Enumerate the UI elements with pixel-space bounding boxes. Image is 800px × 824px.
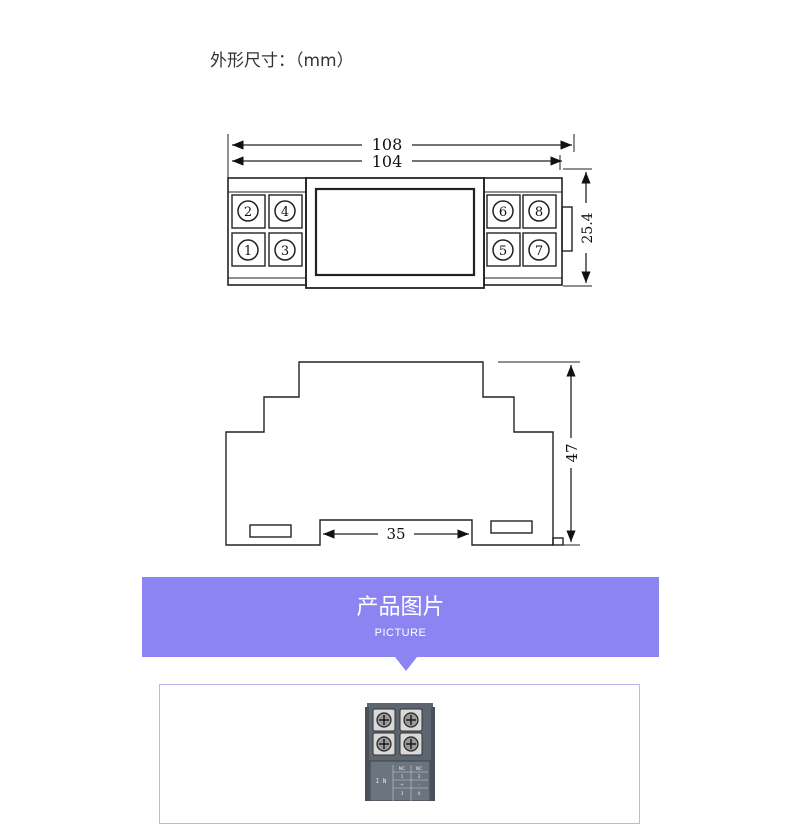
banner-pointer	[395, 657, 417, 671]
terminal-label: 7	[535, 244, 543, 259]
dimension-drawing: 108 104 25.4 2 4 1 3 6 8 5 7 47 35	[225, 134, 596, 546]
plate-cell: 1	[401, 774, 404, 780]
terminal-6	[492, 200, 514, 222]
terminal-5	[492, 239, 514, 261]
plate-cell: +	[400, 782, 404, 788]
dimensions-heading: 外形尺寸：（mm）	[210, 51, 354, 71]
dim-label-25-4: 25.4	[580, 212, 596, 243]
terminal-2	[237, 200, 259, 222]
terminal-label: 8	[535, 205, 543, 220]
product-photo: I N NC NC 1 2 + - 3 4	[365, 703, 435, 801]
plate-cell: 3	[401, 791, 404, 797]
terminal-3	[274, 239, 296, 261]
terminal-label: 2	[244, 205, 252, 220]
product-photo-frame: I N NC NC 1 2 + - 3 4	[159, 684, 640, 824]
side-view	[225, 361, 580, 546]
terminal-4	[274, 200, 296, 222]
top-view	[227, 134, 594, 289]
section-banner: 产品图片 PICTURE	[142, 577, 659, 657]
terminal-label: 3	[281, 244, 289, 259]
plate-cell: -	[418, 783, 420, 788]
terminal-7	[528, 239, 550, 261]
terminal-label: 6	[499, 205, 507, 220]
plate-cell: 4	[418, 791, 421, 797]
terminal-1	[237, 239, 259, 261]
plate-cell: NC	[416, 766, 423, 772]
dim-label-47: 47	[563, 443, 581, 462]
banner-title: 产品图片	[356, 595, 445, 620]
plate-cell: 2	[418, 774, 421, 780]
dim-label-35: 35	[386, 525, 405, 543]
terminal-8	[528, 200, 550, 222]
terminal-label: 4	[281, 205, 289, 220]
plate-cell: NC	[399, 766, 406, 772]
channel-label: I N	[376, 778, 387, 785]
terminal-label: 5	[499, 244, 507, 259]
banner-subtitle: PICTURE	[374, 627, 427, 639]
dim-label-104: 104	[372, 152, 403, 171]
dim-label-108: 108	[372, 135, 403, 154]
terminal-label: 1	[244, 244, 252, 259]
